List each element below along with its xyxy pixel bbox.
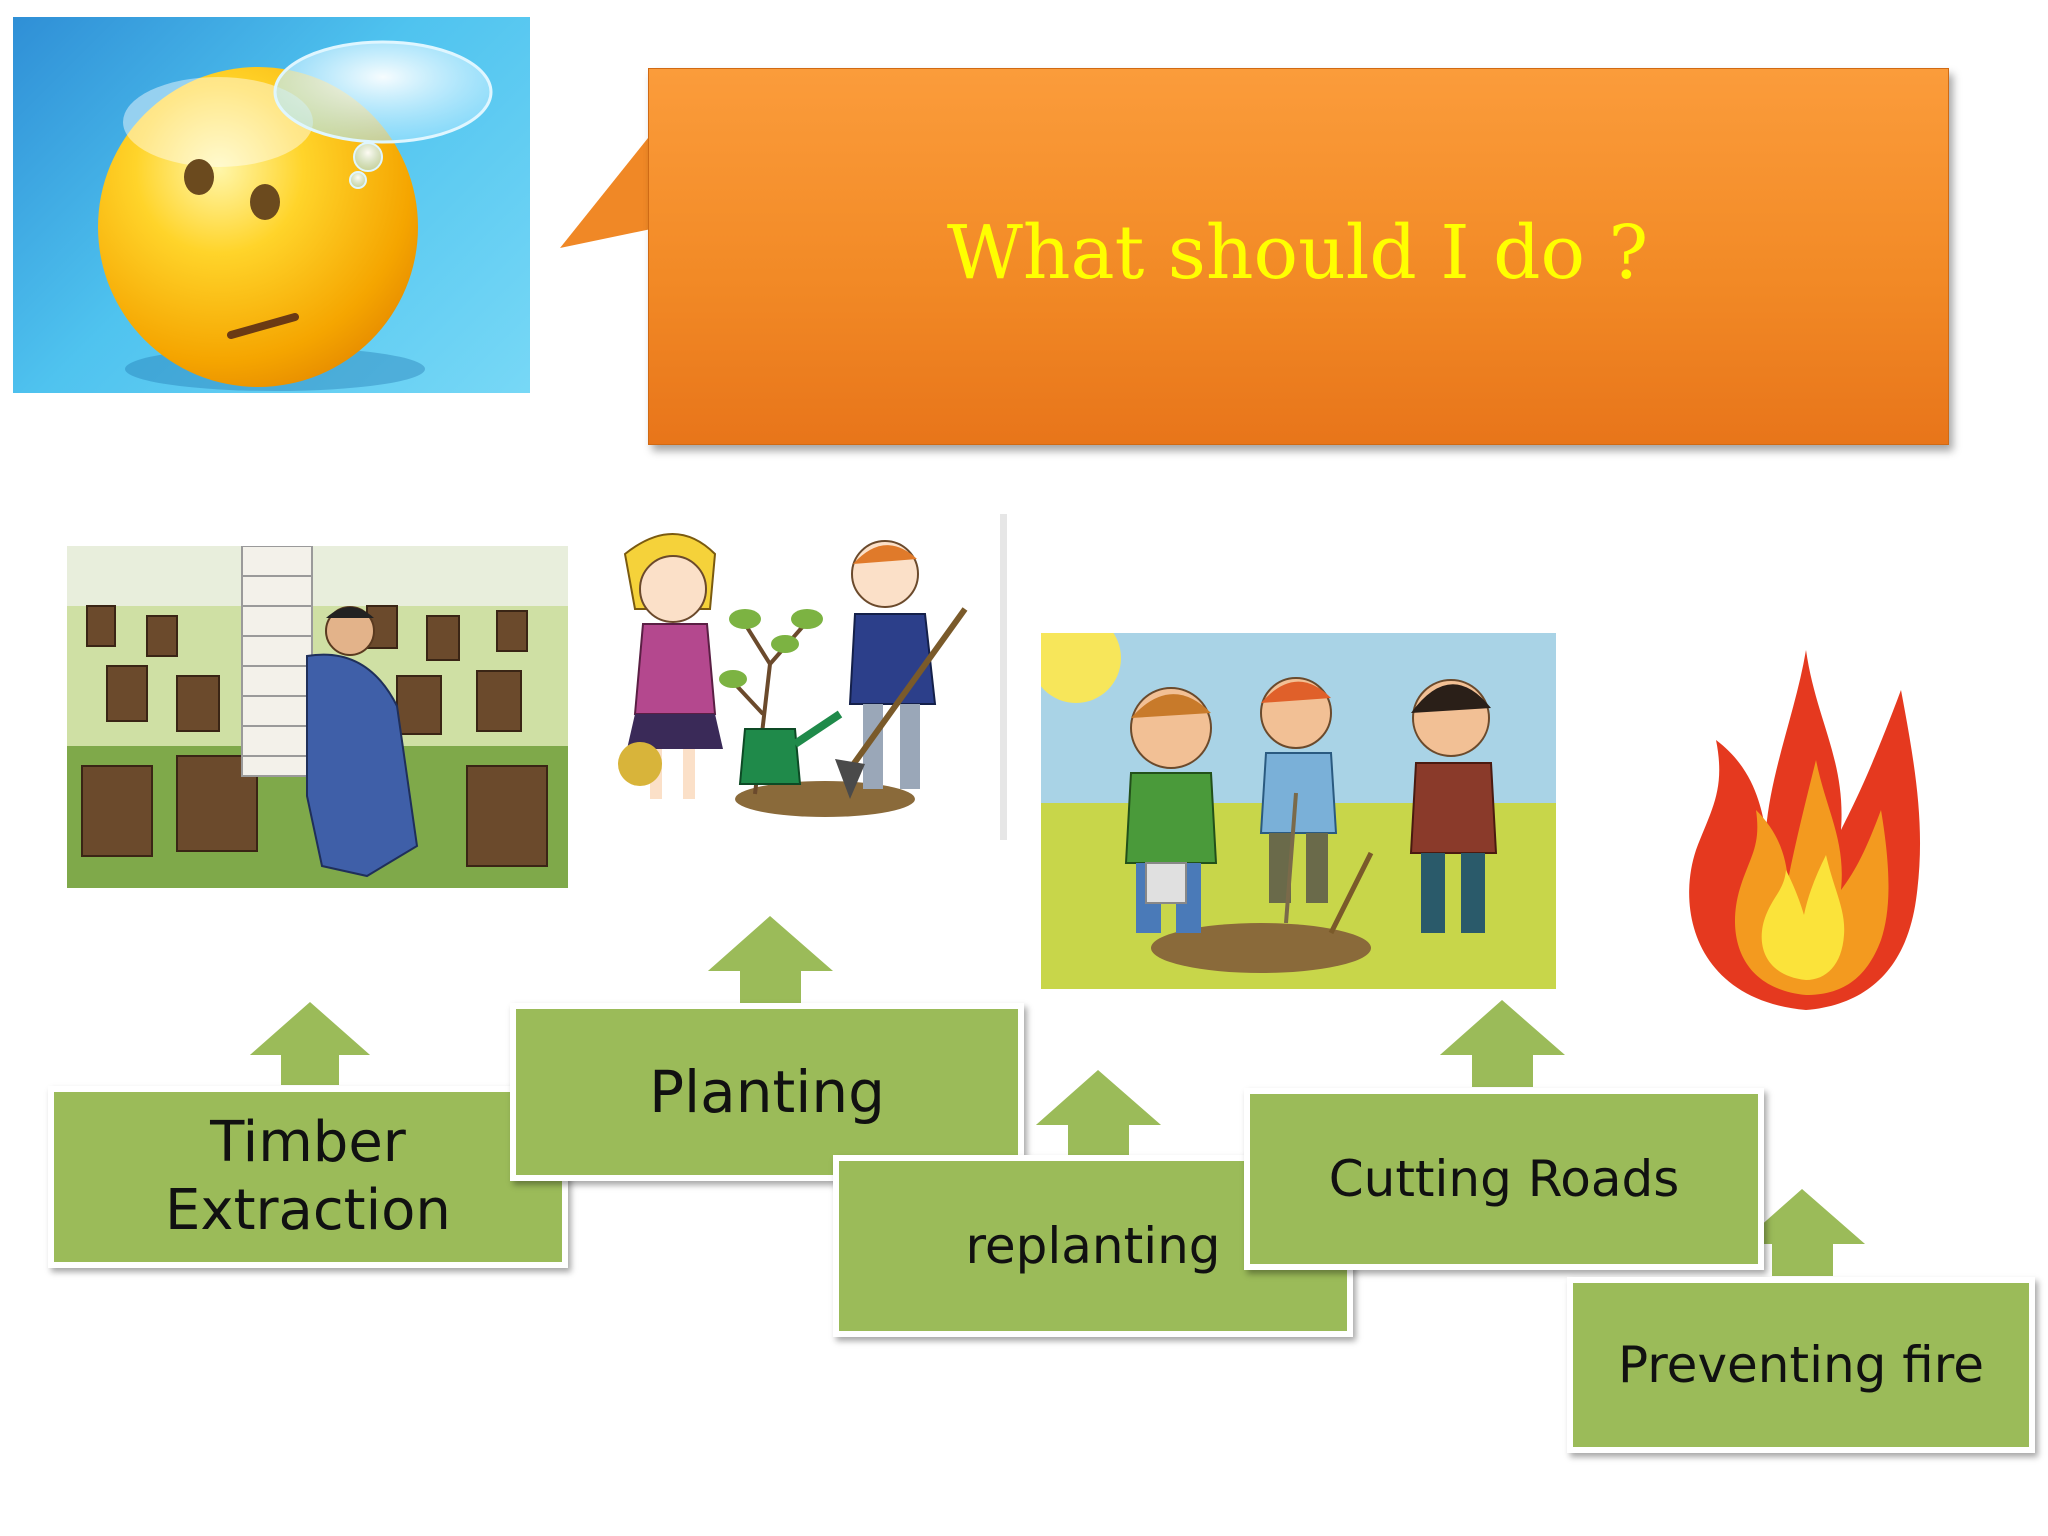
kids-replanting-image [1041, 633, 1556, 989]
divider [1000, 514, 1007, 840]
up-arrow-icon [698, 910, 843, 1006]
up-arrow-icon [1026, 1064, 1171, 1160]
kids-replanting-tree-cartoon [1041, 633, 1556, 989]
deforestation-cartoon [67, 546, 568, 888]
callout-question: What should I do ? [946, 210, 1649, 296]
step-planting: Planting [510, 1003, 1024, 1181]
fire-icon [1689, 650, 1921, 1010]
step-preventing-fire: Preventing fire [1567, 1277, 2035, 1453]
up-arrow-icon [1430, 994, 1575, 1090]
thinking-emoji-image [13, 17, 530, 393]
fire-image [1656, 650, 1956, 1022]
kids-planting-image [595, 514, 1007, 838]
callout-tail [560, 128, 656, 248]
speech-callout [648, 68, 1949, 445]
step-timber-extraction: Timber Extraction [48, 1086, 568, 1268]
deforestation-image [67, 546, 568, 888]
up-arrow-icon [240, 996, 380, 1088]
step-cutting-roads: Cutting Roads [1244, 1088, 1764, 1270]
thinking-emoji-icon [98, 40, 493, 391]
kids-planting-tree-cartoon [618, 533, 968, 817]
